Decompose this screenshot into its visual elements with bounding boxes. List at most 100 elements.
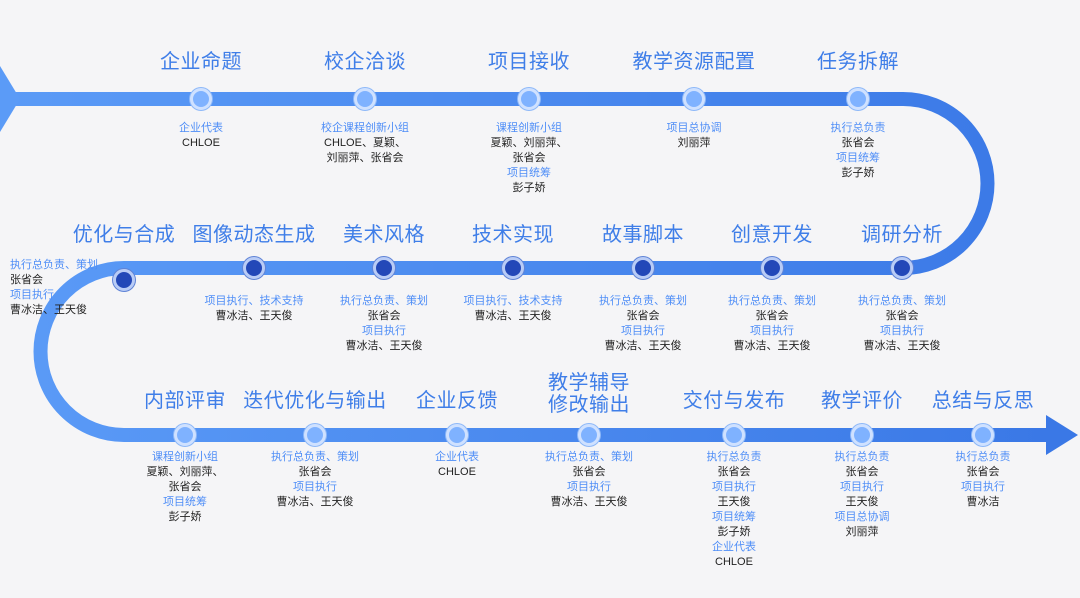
member-names: 彭子娇 [512, 182, 546, 194]
stage-people: 执行总负责、策划张省会项目执行曹冰洁、王天俊 [858, 294, 946, 354]
member-names: 张省会 [10, 274, 43, 286]
stage-people: 项目执行、技术支持曹冰洁、王天俊 [205, 294, 304, 324]
stage-title: 企业命题 [160, 51, 242, 73]
member-names: 彭子娇 [168, 511, 202, 523]
role-label: 企业代表 [435, 451, 479, 463]
member-names: CHLOE [715, 556, 753, 568]
member-names: 曹冰洁 [966, 496, 1000, 508]
stage-node [373, 257, 395, 279]
role-label: 执行总负责、策划 [10, 259, 98, 271]
role-label: 执行总负责 [834, 451, 890, 463]
role-label: 执行总负责 [955, 451, 1011, 463]
stage-title: 校企洽谈 [324, 51, 406, 73]
role-label: 执行总负责、策划 [858, 295, 946, 307]
stage-title: 教学评价 [821, 390, 903, 412]
role-label: 项目执行 [10, 289, 54, 301]
stage-node [502, 257, 524, 279]
member-names: 张省会 [626, 310, 660, 322]
stage-title: 创意开发 [731, 224, 813, 246]
stage-people: 执行总负责、策划张省会项目执行曹冰洁、王天俊 [340, 294, 428, 354]
role-label: 项目执行 [712, 481, 756, 493]
member-names: 张省会 [755, 310, 789, 322]
stage-people: 执行总负责、策划张省会项目执行曹冰洁、王天俊 [545, 450, 633, 510]
member-names: 张省会 [885, 310, 919, 322]
stage-title: 教学资源配置 [632, 51, 756, 73]
role-label: 项目执行、技术支持 [463, 295, 563, 307]
member-names: 彭子娇 [841, 167, 875, 179]
stage-node [354, 88, 376, 110]
stage-people: 执行总负责张省会项目执行王天俊项目总协调刘丽萍 [835, 450, 890, 540]
member-names: 张省会 [966, 466, 1000, 478]
role-label: 项目执行 [293, 481, 337, 493]
member-names: 张省会 [572, 466, 606, 478]
member-names: 曹冰洁、王天俊 [604, 340, 682, 352]
stage-node [723, 424, 745, 446]
member-names: 张省会 [845, 466, 879, 478]
stage-people: 执行总负责张省会项目执行曹冰洁 [956, 450, 1011, 510]
stage-people: 执行总负责、策划张省会项目执行曹冰洁、王天俊 [728, 294, 816, 354]
role-label: 项目统筹 [163, 496, 207, 508]
role-label: 课程创新小组 [152, 451, 218, 463]
member-names: 张省会 [298, 466, 332, 478]
member-names: 曹冰洁、王天俊 [276, 496, 354, 508]
role-label: 执行总负责、策划 [728, 295, 816, 307]
role-label: 项目统筹 [836, 152, 880, 164]
stage-people: 项目总协调刘丽萍 [667, 121, 722, 151]
stage-title: 技术实现 [472, 224, 554, 246]
stage-people: 执行总负责张省会项目统筹彭子娇 [831, 121, 886, 181]
role-label: 项目执行 [880, 325, 924, 337]
role-label: 项目统筹 [712, 511, 756, 523]
stage-node [243, 257, 265, 279]
stage-node [972, 424, 994, 446]
member-names: 刘丽萍 [845, 526, 879, 538]
stage-node [632, 257, 654, 279]
stage-node [578, 424, 600, 446]
stage-node [847, 88, 869, 110]
member-names: 彭子娇 [717, 526, 751, 538]
stage-node [174, 424, 196, 446]
stage-title: 调研分析 [861, 224, 943, 246]
role-label: 项目执行、技术支持 [204, 295, 304, 307]
stage-people: 执行总负责、策划张省会项目执行曹冰洁、王天俊 [271, 450, 359, 510]
member-names: 夏颖、刘丽萍、 张省会 [490, 137, 568, 164]
member-names: 曹冰洁、王天俊 [10, 304, 87, 316]
stage-node [190, 88, 212, 110]
role-label: 执行总负责、策划 [545, 451, 633, 463]
stage-title: 任务拆解 [817, 51, 899, 73]
member-names: 曹冰洁、王天俊 [345, 340, 423, 352]
member-names: CHLOE [182, 137, 220, 149]
stage-title: 项目接收 [488, 51, 570, 73]
member-names: 张省会 [717, 466, 751, 478]
stage-people: 执行总负责、策划张省会项目执行曹冰洁、王天俊 [10, 258, 98, 318]
role-label: 项目统筹 [507, 167, 551, 179]
member-names: 王天俊 [845, 496, 879, 508]
stage-node [683, 88, 705, 110]
member-names: CHLOE [438, 466, 476, 478]
stage-node [304, 424, 326, 446]
member-names: 张省会 [841, 137, 875, 149]
stage-node [518, 88, 540, 110]
role-label: 企业代表 [712, 541, 756, 553]
stage-people: 项目执行、技术支持曹冰洁、王天俊 [464, 294, 563, 324]
role-label: 执行总负责 [830, 122, 886, 134]
member-names: 曹冰洁、王天俊 [474, 310, 552, 322]
member-names: 曹冰洁、王天俊 [863, 340, 941, 352]
role-label: 项目总协调 [834, 511, 890, 523]
member-names: 曹冰洁、王天俊 [215, 310, 293, 322]
member-names: 王天俊 [717, 496, 751, 508]
end-arrow-icon [1046, 415, 1078, 455]
role-label: 课程创新小组 [496, 122, 562, 134]
stage-node [761, 257, 783, 279]
stage-node [446, 424, 468, 446]
role-label: 项目执行 [362, 325, 406, 337]
stage-title: 总结与反思 [931, 390, 1035, 412]
stage-title: 交付与发布 [682, 390, 786, 412]
role-label: 项目执行 [961, 481, 1005, 493]
start-arrow-icon [0, 66, 20, 132]
role-label: 执行总负责、策划 [599, 295, 687, 307]
stage-people: 课程创新小组夏颖、刘丽萍、 张省会项目统筹彭子娇 [491, 121, 568, 196]
